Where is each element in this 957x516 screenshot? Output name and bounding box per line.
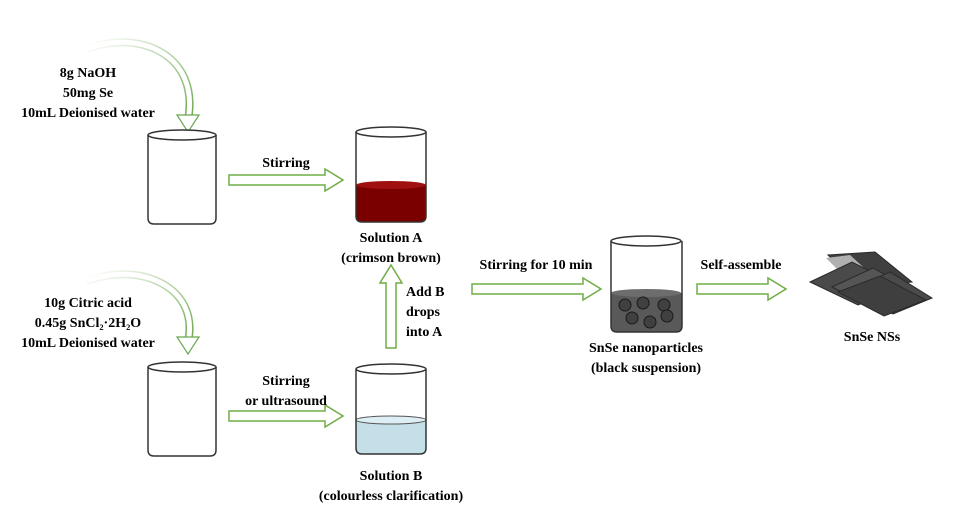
label-product: SnSe NSs: [843, 330, 901, 345]
reagent-se: 50mg Se: [62, 86, 114, 101]
reagent-sncl2: 0.45g SnCl₂·2H₂O: [34, 316, 142, 331]
arrow-add-b-up: [378, 263, 404, 349]
label-add-b: Add B drops into A: [406, 285, 445, 340]
beaker-solution-a: [355, 126, 427, 223]
reagents-top: 8g NaOH 50mg Se 10mL Deionised water: [8, 64, 168, 124]
beaker-solution-b: [355, 363, 427, 455]
label-solution-a: Solution A (crimson brown): [341, 231, 441, 266]
reagent-citric-acid: 10g Citric acid: [44, 296, 132, 311]
reagent-naoh: 8g NaOH: [59, 66, 117, 81]
reagent-water: 10mL Deionised water: [21, 336, 155, 351]
curved-arrow-bottom: [86, 270, 201, 356]
nanoparticle-spheres: [618, 296, 674, 329]
arrow-stir-10min: [471, 276, 603, 302]
reagent-water: 10mL Deionised water: [21, 106, 155, 121]
beaker-nanoparticles: [610, 235, 683, 333]
label-self-assemble: Self-assemble: [700, 258, 782, 273]
beaker-bottom-left: [147, 361, 217, 457]
nanosheets: [808, 251, 934, 317]
arrow-self-assemble: [696, 276, 788, 302]
arrow-stir-bottom: [228, 403, 345, 429]
label-stirring-top: Stirring: [262, 156, 310, 171]
label-stirring-10min: Stirring for 10 min: [479, 258, 593, 273]
curved-arrow-top: [86, 38, 201, 134]
label-nanoparticles: SnSe nanoparticles (black suspension): [589, 341, 703, 376]
arrow-stir-top: [228, 167, 345, 193]
label-solution-b: Solution B (colourless clarification): [318, 469, 464, 504]
beaker-top-left: [147, 129, 217, 225]
label-stirring-bottom: Stirring or ultrasound: [245, 374, 327, 409]
reagents-bottom: 10g Citric acid 0.45g SnCl₂·2H₂O 10mL De…: [8, 294, 168, 354]
